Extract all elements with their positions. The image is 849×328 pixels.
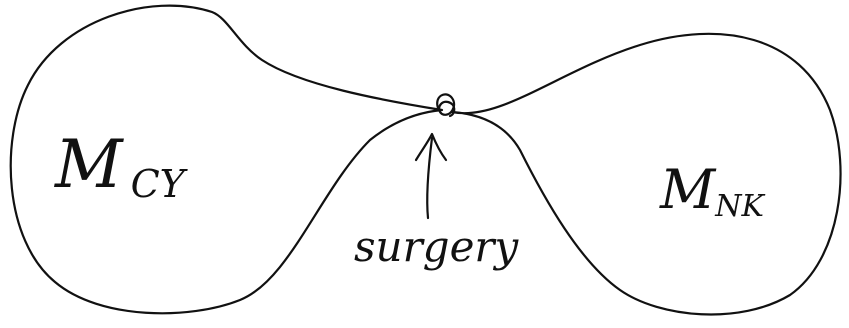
label-m-nk-subscript: NK: [715, 189, 764, 224]
surgery-point: [437, 94, 454, 116]
label-m-cy-symbol: M: [55, 126, 123, 203]
arrow-shaft: [427, 138, 432, 218]
label-m-nk-symbol: M: [660, 158, 715, 221]
label-m-nk: MNK: [660, 158, 764, 221]
right-region-outline: [452, 34, 841, 315]
label-m-cy-subscript: CY: [131, 162, 185, 206]
surgery-label: surgery: [354, 222, 518, 271]
